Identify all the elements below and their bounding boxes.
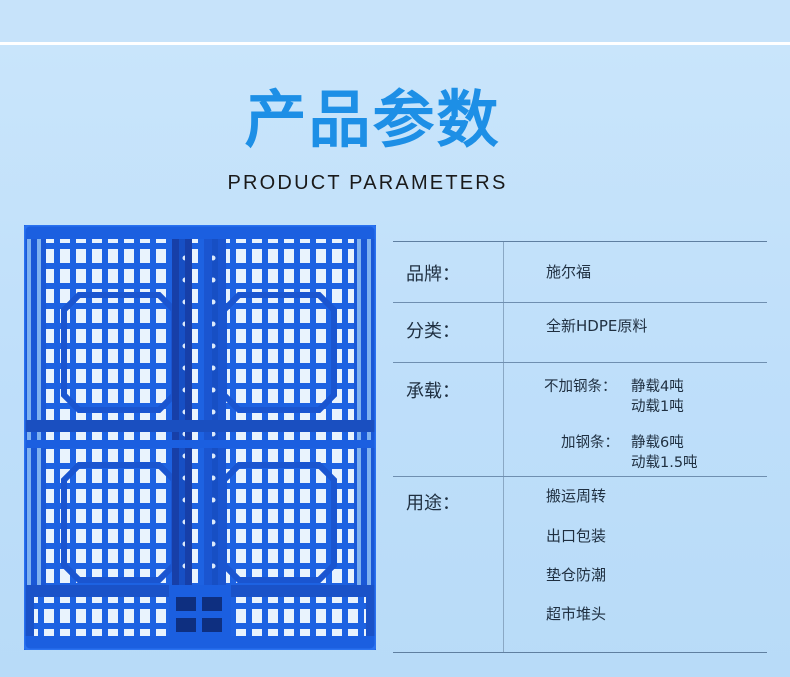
usage-item: 出口包装 [546, 527, 607, 545]
category-label: 分类： [406, 321, 460, 342]
no-steel-prefix: 不加钢条： [544, 379, 617, 395]
no-steel-dynamic: 动载1吨 [631, 399, 684, 415]
top-band [0, 0, 790, 42]
no-steel-static: 静载4吨 [631, 379, 684, 395]
param-row-usage: 用途： 搬运周转 出口包装 垫仓防潮 超市堆头 [393, 477, 767, 652]
brand-label: 品牌： [406, 264, 460, 285]
usage-label: 用途： [406, 493, 460, 514]
top-divider [0, 42, 790, 45]
usage-item: 超市堆头 [546, 605, 607, 623]
usage-item: 垫仓防潮 [546, 566, 607, 584]
steel-prefix: 加钢条： [561, 435, 619, 451]
category-value: 全新HDPE原料 [546, 317, 648, 335]
parameters-table: 品牌： 施尔福 分类： 全新HDPE原料 承载： 不加钢条： 静载4吨 动载1吨… [393, 241, 767, 653]
param-row-brand: 品牌： 施尔福 [393, 242, 767, 303]
steel-dynamic: 动载1.5吨 [631, 455, 698, 471]
column-divider [503, 242, 504, 652]
param-row-category: 分类： 全新HDPE原料 [393, 303, 767, 363]
usage-item: 搬运周转 [546, 487, 607, 505]
pallet-product-image [24, 225, 376, 650]
steel-static: 静载6吨 [631, 435, 684, 451]
brand-value: 施尔福 [546, 263, 592, 281]
page-title: 产品参数 [244, 83, 501, 156]
load-label: 承载： [406, 381, 460, 402]
param-row-load: 承载： 不加钢条： 静载4吨 动载1吨 加钢条： 静载6吨 动载1.5吨 [393, 363, 767, 477]
page-subtitle: PRODUCT PARAMETERS [227, 172, 508, 194]
